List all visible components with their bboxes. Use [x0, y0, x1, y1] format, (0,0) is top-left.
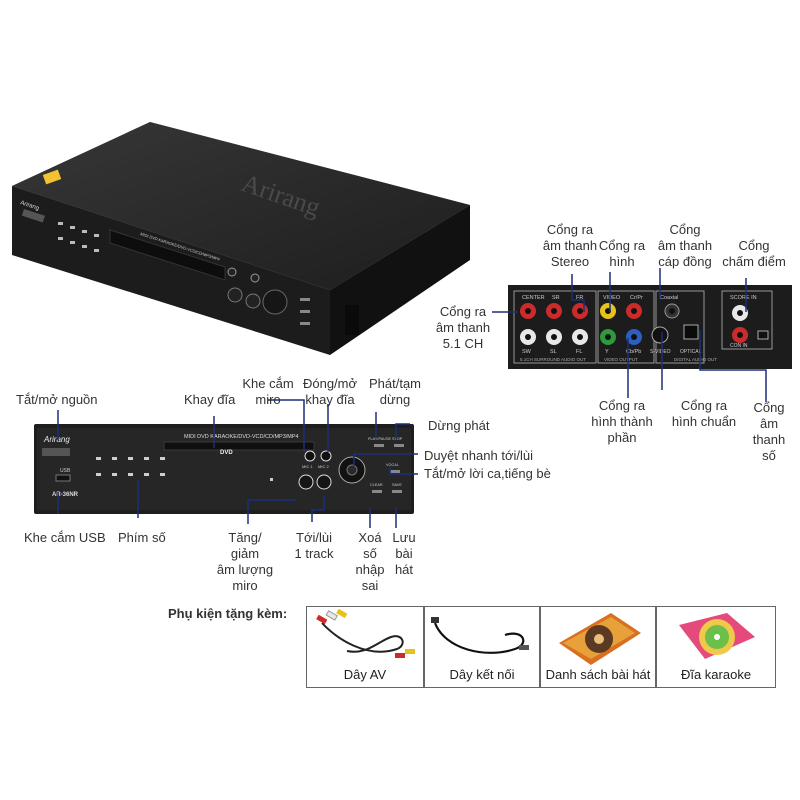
jack-text-fr: FR	[576, 295, 583, 301]
jack-text-sr: SR	[552, 295, 560, 301]
label-digital-out: Cổng âm thanh số	[752, 400, 786, 463]
label-power: Tắt/mở nguồn	[16, 392, 98, 407]
usb-text: USB	[60, 468, 71, 474]
accessory-label: Dây AV	[343, 667, 387, 682]
front-panel-illustration: Arirang USB AR-36NR MIDI DVD KARAOKE/DVD…	[34, 424, 414, 514]
jack-text-sl: SL	[550, 349, 557, 355]
clear-text: CLEAR	[370, 483, 383, 487]
front-brand-small: Arirang	[19, 200, 39, 212]
jack-text-surround-caption: 5.1CH SURROUND AUDIO OUT	[520, 357, 586, 362]
jack-text-score-in: SCORE IN	[730, 295, 757, 301]
label-svideo-out: Cổng ra hình chuẩn	[671, 398, 737, 429]
label-surround-out: Cổng ra âm thanh 5.1 CH	[435, 304, 491, 351]
label-number-keys: Phím số	[118, 530, 166, 545]
accessory-label: Đĩa karaoke	[680, 667, 752, 682]
label-coaxial-out: Cổng âm thanh cáp đồng	[657, 222, 713, 269]
label-mic-jack: Khe cắm miro	[242, 376, 294, 407]
label-stereo-out: Cổng ra âm thanh Stereo	[542, 222, 598, 269]
jack-text-cbpb: Cb/Pb	[626, 349, 641, 355]
label-vocal-toggle: Tắt/mở lời ca,tiếng bè	[424, 466, 551, 481]
label-play-pause: Phát/tạm dừng	[368, 376, 422, 407]
label-score-port: Cổng chấm điểm	[722, 238, 786, 269]
jack-text-optical: OPTICAL	[680, 349, 702, 355]
accessory-karaoke-disc: Đĩa karaoke	[656, 606, 776, 688]
jack-text-y: Y	[605, 349, 609, 355]
front-brand-text: Arirang	[43, 435, 70, 444]
jack-text-coaxial: Coaxial	[660, 295, 678, 301]
label-open-close: Đóng/mở khay đĩa	[302, 376, 358, 407]
jack-text-fl: FL	[576, 349, 582, 355]
song-book-icon	[559, 613, 641, 665]
accessory-song-book: Danh sách bài hát	[540, 606, 656, 688]
connection-cable-icon	[431, 617, 529, 654]
label-clear: Xoá số nhập sai	[355, 530, 385, 593]
label-mic-volume: Tăng/ giảm âm lượng miro	[216, 530, 274, 593]
jack-text-con-in: CON IN	[730, 343, 748, 349]
jack-text-video: VIDEO	[603, 295, 621, 301]
power-button-graphic	[42, 448, 70, 456]
jack-text-svideo: S-VIDEO	[650, 349, 671, 355]
label-track-skip: Tới/lùi 1 track	[294, 530, 334, 561]
jack-text-video-caption: VIDEO OUTPUT	[604, 357, 638, 362]
save-text: SAVE	[392, 483, 402, 487]
label-fast-browse: Duyệt nhanh tới/lùi	[424, 448, 533, 463]
label-save: Lưu bài hát	[392, 530, 416, 577]
karaoke-disc-icon	[679, 613, 755, 659]
number-keys-graphic	[96, 457, 165, 476]
model-text: AR-36NR	[52, 492, 79, 498]
jack-text-sw: SW	[522, 349, 532, 355]
label-tray: Khay đĩa	[184, 392, 236, 407]
accessories-title: Phụ kiện tặng kèm:	[168, 606, 288, 621]
vocal-text: VOCAL	[386, 463, 399, 467]
label-stop: Dừng phát	[428, 418, 490, 433]
stop-text: STOP	[392, 437, 403, 441]
dvd-logo-text: DVD	[220, 450, 233, 456]
accessory-label: Danh sách bài hát	[545, 667, 651, 682]
rear-panel-illustration: CENTER SR FR VIDEO Cr/Pr Coaxial SCORE I…	[508, 285, 792, 369]
playpause-text: PLAY/PAUSE	[368, 437, 392, 441]
label-usb: Khe cắm USB	[24, 530, 106, 545]
accessory-av-cable: Dây AV	[306, 606, 424, 688]
label-video-out: Cổng ra hình	[598, 238, 646, 269]
accessory-connection-cable: Dây kết nối	[424, 606, 540, 688]
jack-text-crpr: Cr/Pr	[630, 295, 643, 301]
front-slogan-text: MIDI DVD KARAOKE/DVD-VCD/CD/MP3/MP4	[184, 434, 299, 440]
av-cable-icon	[316, 609, 415, 658]
jack-text-digital-caption: DIGITAL AUDIO OUT	[674, 357, 717, 362]
mic1-text: MIC 1	[302, 464, 313, 469]
jack-text-center: CENTER	[522, 295, 545, 301]
accessory-label: Dây kết nối	[449, 667, 515, 682]
label-component-out: Cổng ra hình thành phần	[591, 398, 653, 445]
mic2-text: MIC 2	[318, 464, 329, 469]
device-perspective-illustration: Arirang Arirang MIDI DVD KARAOKE/DVD-VCD…	[12, 122, 470, 355]
